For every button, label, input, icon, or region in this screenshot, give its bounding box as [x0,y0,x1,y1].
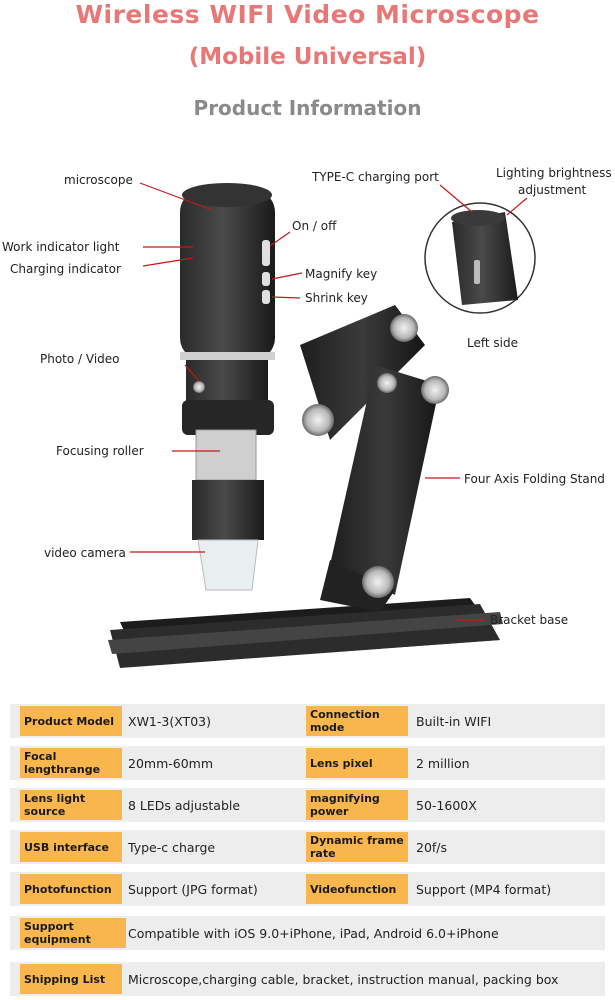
spec-value: Support (JPG format) [128,881,258,897]
page-subtitle: (Mobile Universal) [188,44,427,70]
spec-row: Lens light source 8 LEDs adjustable magn… [10,788,605,822]
spec-label: Support equipment [20,918,126,948]
on-off-button [262,240,270,266]
spec-label: magnifying power [306,790,408,820]
spec-value: 50-1600X [416,797,477,813]
photo-video-button [193,381,205,393]
label-focusing-roller: Focusing roller [56,444,144,458]
shrink-button [262,290,270,304]
stand-knob [421,376,449,404]
stand-knob [377,373,397,393]
label-bracket-base: Bracket base [490,613,569,627]
stand-knob [302,404,334,436]
microscope-body [180,183,275,591]
spec-row: USB interface Type-c charge Dynamic fram… [10,830,605,864]
label-magnify-key: Magnify key [305,267,378,281]
bracket-base [108,598,503,668]
section-title: Product Information [193,96,422,120]
spec-value: 2 million [416,755,470,771]
spec-label: Connection mode [306,706,408,736]
spec-label: Lens pixel [306,748,408,778]
folding-stand [300,305,449,612]
magnify-button [262,272,270,286]
spec-value: XW1-3(XT03) [128,713,211,729]
left-side-inset [424,202,536,314]
label-shrink-key: Shrink key [305,291,368,305]
spec-label: Focal lengthrange [20,748,122,778]
spec-value: 20mm-60mm [128,755,214,771]
spec-label: Videofunction [306,874,408,904]
label-microscope: microscope [64,173,133,187]
spec-row: Shipping List Microscope,charging cable,… [10,962,605,996]
spec-value: Built-in WIFI [416,713,492,729]
stand-knob [362,566,394,598]
spec-row: Photofunction Support (JPG format) Video… [10,872,605,906]
spec-label: Product Model [20,706,122,736]
spec-label: Shipping List [20,964,122,994]
microscope-illustration [108,182,536,668]
spec-label: USB interface [20,832,122,862]
spec-row: Product Model XW1-3(XT03) Connection mod… [10,704,605,738]
label-charging-indicator: Charging indicator [10,262,121,276]
spec-label: Photofunction [20,874,122,904]
spec-row: Support equipment Compatible with iOS 9.… [10,916,605,950]
label-lighting-line1: Lighting brightness [496,166,612,180]
spec-value: Compatible with iOS 9.0+iPhone, iPad, An… [128,925,499,941]
label-work-indicator: Work indicator light [2,240,120,254]
label-type-c-port: TYPE-C charging port [312,170,439,184]
page-title: Wireless WIFI Video Microscope [75,0,540,29]
leader-lines [130,182,528,621]
stand-knob [390,314,418,342]
spec-value: 8 LEDs adjustable [128,797,241,813]
label-on-off: On / off [292,219,337,233]
label-video-camera: video camera [44,546,126,560]
spec-value: Support (MP4 format) [416,881,552,897]
spec-value: Type-c charge [128,839,216,855]
spec-row: Focal lengthrange 20mm-60mm Lens pixel 2… [10,746,605,780]
spec-value: 20f/s [416,839,448,855]
label-photo-video: Photo / Video [40,352,120,366]
spec-label: Lens light source [20,790,122,820]
label-lighting-line2: adjustment [518,183,587,197]
spec-label: Dynamic frame rate [306,832,408,862]
label-left-side: Left side [467,336,518,350]
spec-value: Microscope,charging cable, bracket, inst… [128,971,559,987]
label-four-axis-stand: Four Axis Folding Stand [464,472,605,486]
